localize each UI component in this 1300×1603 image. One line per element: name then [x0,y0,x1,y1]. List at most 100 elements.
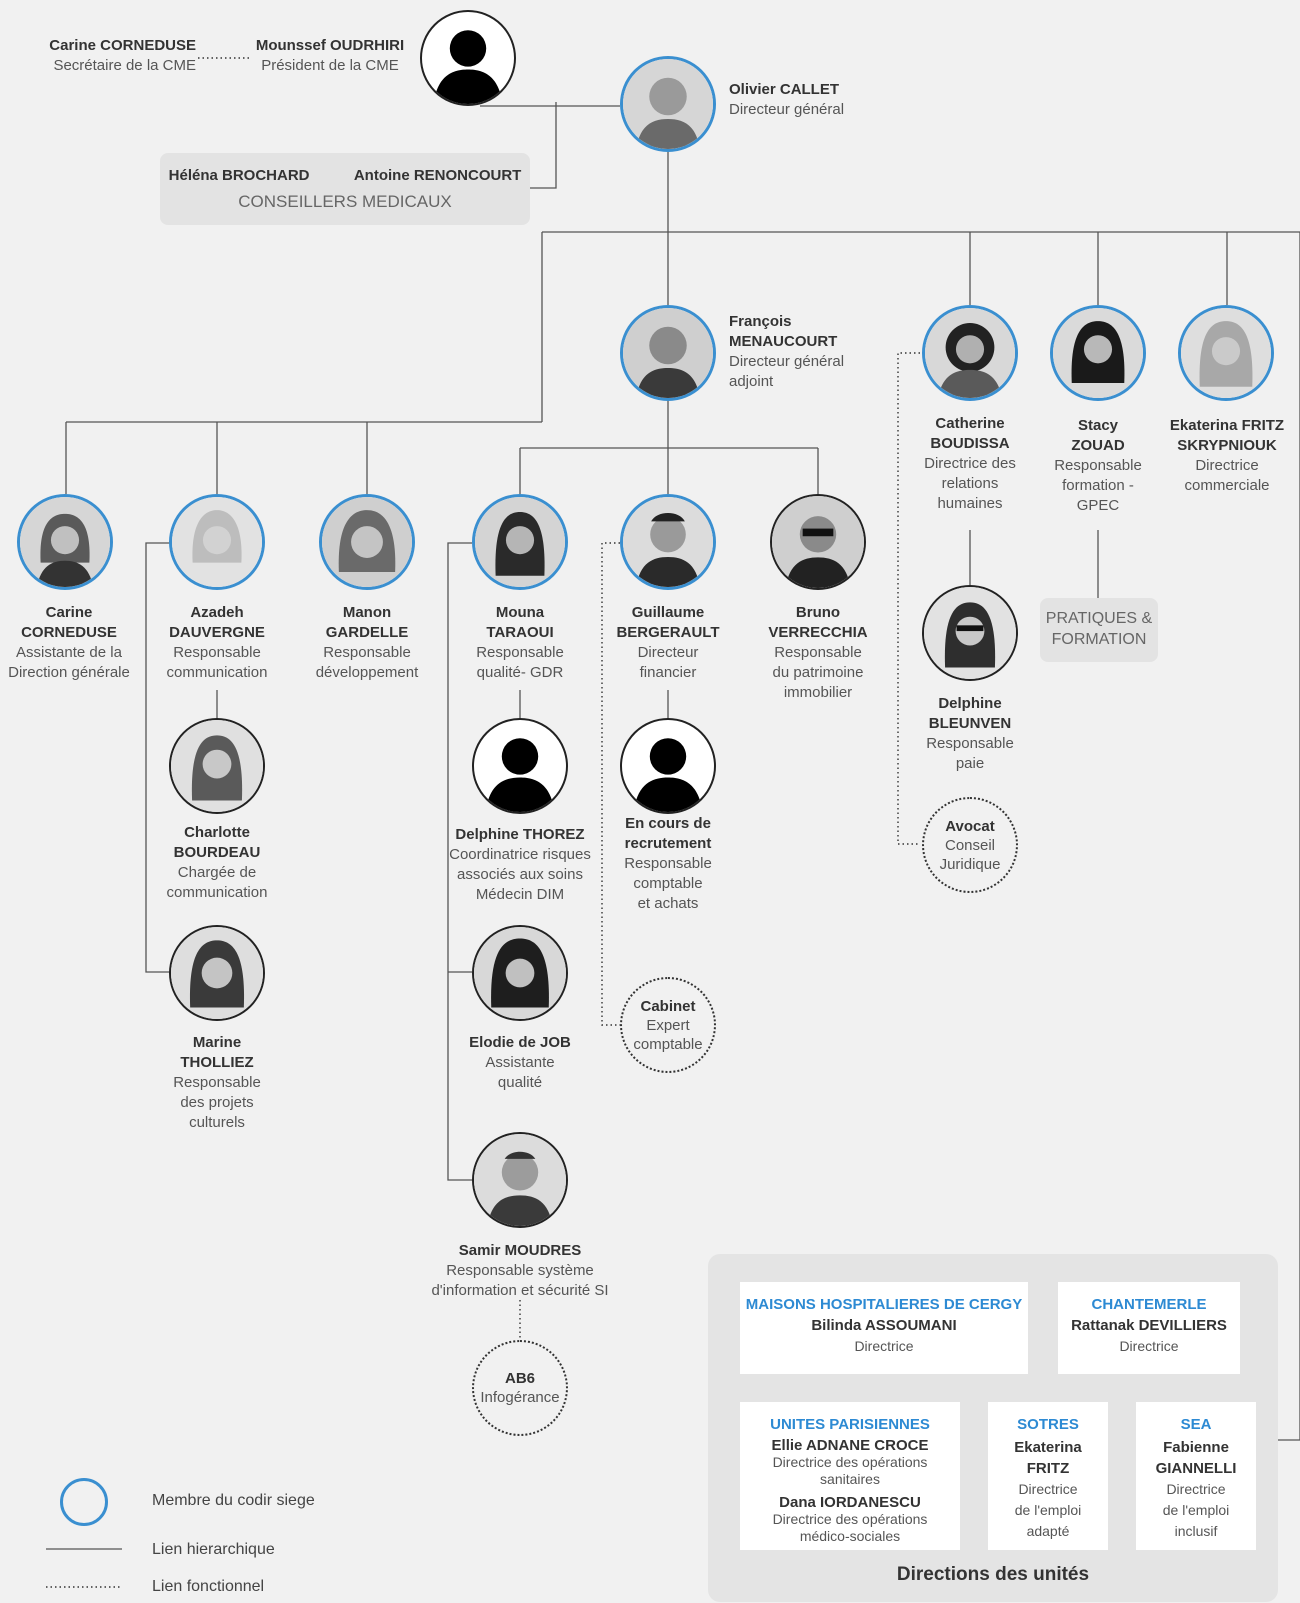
pratiques-line2: FORMATION [1051,631,1147,648]
mouna-role2: qualité- GDR [476,664,564,681]
marine-role1: Responsable [173,1074,261,1091]
dga-role1: Directeur général [729,353,845,370]
unit-parisiennes-title: UNITES PARISIENNES [770,1416,930,1433]
portrait-icon [924,587,1016,679]
samir-label: Samir MOUDRES Responsable système d'info… [425,1241,615,1301]
unit-parisiennes: UNITES PARISIENNES Ellie ADNANE CROCE Di… [740,1402,960,1550]
elodie-avatar [472,925,568,1021]
dg-label: Olivier CALLET Directeur général [729,80,889,120]
guillaume-name2: BERGERAULT [616,624,720,641]
bruno-name2: VERRECCHIA [768,624,868,641]
azadeh-name2: DAUVERGNE [169,624,265,641]
delphine-bleunven-name1: Delphine [938,695,1002,712]
unit-parisiennes-role2b: médico-sociales [799,1528,901,1544]
silhouette-icon [485,738,555,812]
avocat-role2: Juridique [939,855,1001,873]
medical-advisors-box: Héléna BROCHARD Antoine RENONCOURT CONSE… [160,153,530,225]
delphine-thorez-label: Delphine THOREZ Coordinatrice risques as… [440,825,600,905]
portrait-icon [475,497,565,587]
mouna-role1: Responsable [476,644,564,661]
unit-sea-title: SEA [1180,1416,1212,1433]
delphine-thorez-name: Delphine THOREZ [455,826,585,843]
catherine-label: Catherine BOUDISSA Directrice des relati… [895,414,1045,514]
unit-chantemerle-name: Rattanak DEVILLIERS [1071,1317,1227,1334]
bruno-name1: Bruno [795,604,841,621]
silhouette-icon [633,738,703,812]
mouna-label: Mouna TARAOUI Responsable qualité- GDR [445,603,595,683]
unit-sotres-role1: Directrice [1018,1481,1078,1497]
unit-cergy-title: MAISONS HOSPITALIERES DE CERGY [745,1296,1023,1313]
unit-sea-role3: inclusif [1174,1523,1218,1539]
units-panel: MAISONS HOSPITALIERES DE CERGY Bilinda A… [708,1254,1278,1602]
portrait-icon [171,927,263,1019]
delphine-bleunven-role2: paie [955,755,985,772]
recruitment-role1: Responsable [624,855,712,872]
dg-avatar [620,56,716,152]
delphine-bleunven-name2: BLEUNVEN [928,715,1012,732]
portrait-icon [474,927,566,1019]
pratiques-formation-box: PRATIQUES & FORMATION [1040,598,1158,662]
portrait-icon [623,308,713,398]
portrait-icon [1053,308,1143,398]
stacy-role2: formation - [1062,477,1134,494]
unit-sea-role2: de l'emploi [1162,1502,1230,1518]
unit-parisiennes-name1: Ellie ADNANE CROCE [771,1437,929,1454]
dga-role2: adjoint [729,373,774,390]
elodie-label: Elodie de JOB Assistante qualité [445,1033,595,1093]
guillaume-label: Guillaume BERGERAULT Directeur financier [593,603,743,683]
manon-role1: Responsable [323,644,411,661]
guillaume-avatar [620,494,716,590]
bruno-role1: Responsable [774,644,862,661]
charlotte-role2: communication [166,884,268,901]
dga-name2: MENAUCOURT [729,333,838,350]
dga-name1: François [729,313,792,330]
cme-secretary-name: Carine CORNEDUSE [49,37,196,54]
azadeh-role1: Responsable [173,644,261,661]
carine-name1: Carine [45,604,93,621]
unit-chantemerle: CHANTEMERLE Rattanak DEVILLIERS Directri… [1058,1282,1240,1374]
mouna-avatar [472,494,568,590]
bruno-role2: du patrimoine [772,664,864,681]
carine-avatar [17,494,113,590]
catherine-name2: BOUDISSA [930,435,1010,452]
delphine-bleunven-role1: Responsable [926,735,1014,752]
dg-name: Olivier CALLET [729,81,840,98]
delphine-thorez-role2: associés aux soins [457,866,583,883]
portrait-icon [623,59,713,149]
cme-president-avatar [420,10,516,106]
carine-label: Carine CORNEDUSE Assistante de la Direct… [0,603,144,683]
unit-cergy-name: Bilinda ASSOUMANI [811,1317,957,1334]
delphine-thorez-avatar [472,718,568,814]
portrait-icon [172,497,262,587]
guillaume-role1: Directeur [637,644,699,661]
charlotte-avatar [169,718,265,814]
delphine-thorez-role3: Médecin DIM [475,886,565,903]
unit-parisiennes-role2a: Directrice des opérations [772,1511,928,1527]
cme-president-name: Mounssef OUDRHIRI [255,37,405,54]
medical-advisors-label: CONSEILLERS MEDICAUX [238,192,452,211]
cabinet-external: Cabinet Expert comptable [620,977,716,1073]
dga-label: François MENAUCOURT Directeur général ad… [729,312,879,392]
recruitment-label: En cours de recrutement Responsable comp… [593,814,743,914]
dg-role: Directeur général [729,101,845,118]
samir-name: Samir MOUDRES [458,1242,582,1259]
delphine-bleunven-avatar [922,585,1018,681]
stacy-name2: ZOUAD [1071,437,1125,454]
charlotte-role1: Chargée de [177,864,257,881]
charlotte-label: Charlotte BOURDEAU Chargée de communicat… [142,823,292,903]
catherine-name1: Catherine [935,415,1005,432]
catherine-role2: relations [941,475,999,492]
unit-sea-name1: Fabienne [1163,1439,1229,1456]
unit-cergy: MAISONS HOSPITALIERES DE CERGY Bilinda A… [740,1282,1028,1374]
portrait-icon [772,496,864,588]
unit-sotres-role3: adapté [1026,1523,1070,1539]
cme-president: Mounssef OUDRHIRI Président de la CME [250,36,410,76]
delphine-bleunven-label: Delphine BLEUNVEN Responsable paie [895,694,1045,774]
stacy-role1: Responsable [1054,457,1142,474]
portrait-icon [1181,308,1271,398]
catherine-role3: humaines [937,495,1003,512]
medical-advisor-1: Héléna BROCHARD [168,167,310,184]
azadeh-avatar [169,494,265,590]
azadeh-role2: communication [166,664,268,681]
